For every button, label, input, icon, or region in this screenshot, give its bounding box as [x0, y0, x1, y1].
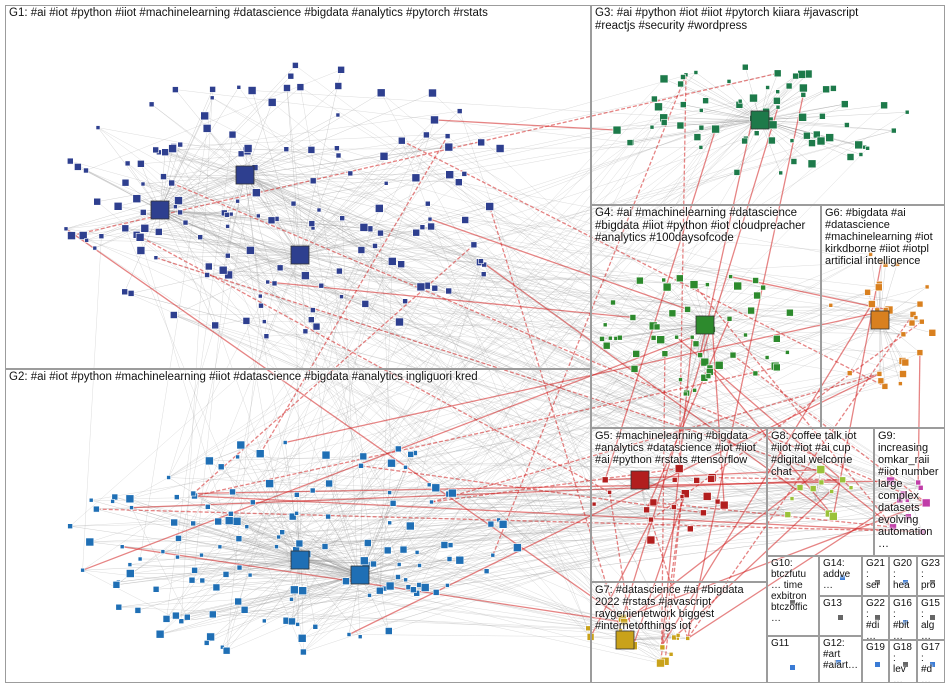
group-box-g18[interactable]: G18: lev… visi… [889, 640, 917, 683]
group-box-g5[interactable]: G5: #machinelearning #bigdata #analytics… [591, 428, 767, 582]
group-box-g17[interactable]: G17: #d… #a… [917, 640, 945, 683]
group-box-g16[interactable]: G16: #bit… #cr… [889, 596, 917, 640]
group-label-g18: G18: lev… visi… [893, 642, 914, 683]
group-box-g8[interactable]: G8: coffee talk iot #iiot #iot #ai cup #… [767, 428, 874, 556]
group-box-g22[interactable]: G22: #di… #di… [862, 596, 889, 640]
group-box-g20[interactable]: G20: hea… [889, 556, 917, 596]
group-box-g10[interactable]: G10: btczfutu… time exbitron btczoffic… [767, 556, 819, 636]
group-label-g6: G6: #bigdata #ai #datascience #machinele… [825, 207, 942, 267]
group-box-g23[interactable]: G23: pro… [917, 556, 945, 596]
group-box-g1[interactable]: G1: #ai #iot #python #iiot #machinelearn… [5, 5, 591, 369]
group-label-g3: G3: #ai #python #iot #iiot #pytorch kiia… [595, 7, 864, 32]
group-label-g2: G2: #ai #iot #python #machinelearning #i… [9, 371, 588, 384]
group-label-g16: G16: #bit… #cr… [893, 598, 914, 640]
group-box-g12[interactable]: G12: #art #aiart… [819, 636, 862, 683]
group-label-g13: G13 [823, 598, 859, 609]
group-label-g17: G17: #d… #a… [921, 642, 942, 683]
group-label-g22: G22: #di… #di… [866, 598, 886, 640]
group-box-g7[interactable]: G7: #datascience #ai #bigdata 2022 #rsta… [591, 582, 767, 683]
group-box-g19[interactable]: G19 [862, 640, 889, 683]
group-box-g6[interactable]: G6: #bigdata #ai #datascience #machinele… [821, 205, 945, 428]
group-box-g3[interactable]: G3: #ai #python #iot #iiot #pytorch kiia… [591, 5, 945, 205]
group-label-g14: G14: addve… [823, 558, 859, 591]
group-box-g13[interactable]: G13 [819, 596, 862, 636]
group-label-g11: G11 [771, 638, 816, 649]
group-box-g4[interactable]: G4: #ai #machinelearning #datascience #b… [591, 205, 821, 428]
group-box-g14[interactable]: G14: addve… [819, 556, 862, 596]
group-box-g21[interactable]: G21: ser… [862, 556, 889, 596]
group-box-g2[interactable]: G2: #ai #iot #python #machinelearning #i… [5, 369, 591, 683]
group-label-g20: G20: hea… [893, 558, 914, 596]
group-box-g9[interactable]: G9: increasing omkar_raii #iiot number l… [874, 428, 945, 556]
group-label-g23: G23: pro… [921, 558, 942, 596]
group-label-g1: G1: #ai #iot #python #iiot #machinelearn… [9, 7, 588, 20]
group-label-g7: G7: #datascience #ai #bigdata 2022 #rsta… [595, 584, 764, 632]
group-label-g9: G9: increasing omkar_raii #iiot number l… [878, 430, 942, 550]
group-label-g12: G12: #art #aiart… [823, 638, 859, 671]
group-label-g15: G15: alg… sifi… [921, 598, 942, 640]
group-box-g15[interactable]: G15: alg… sifi… [917, 596, 945, 640]
group-label-g21: G21: ser… [866, 558, 886, 596]
group-label-g10: G10: btczfutu… time exbitron btczoffic… [771, 558, 816, 624]
group-label-g8: G8: coffee talk iot #iiot #iot #ai cup #… [771, 430, 871, 478]
group-box-g11[interactable]: G11 [767, 636, 819, 683]
group-label-g4: G4: #ai #machinelearning #datascience #b… [595, 207, 818, 245]
group-label-g5: G5: #machinelearning #bigdata #analytics… [595, 430, 764, 466]
group-label-g19: G19 [866, 642, 886, 653]
